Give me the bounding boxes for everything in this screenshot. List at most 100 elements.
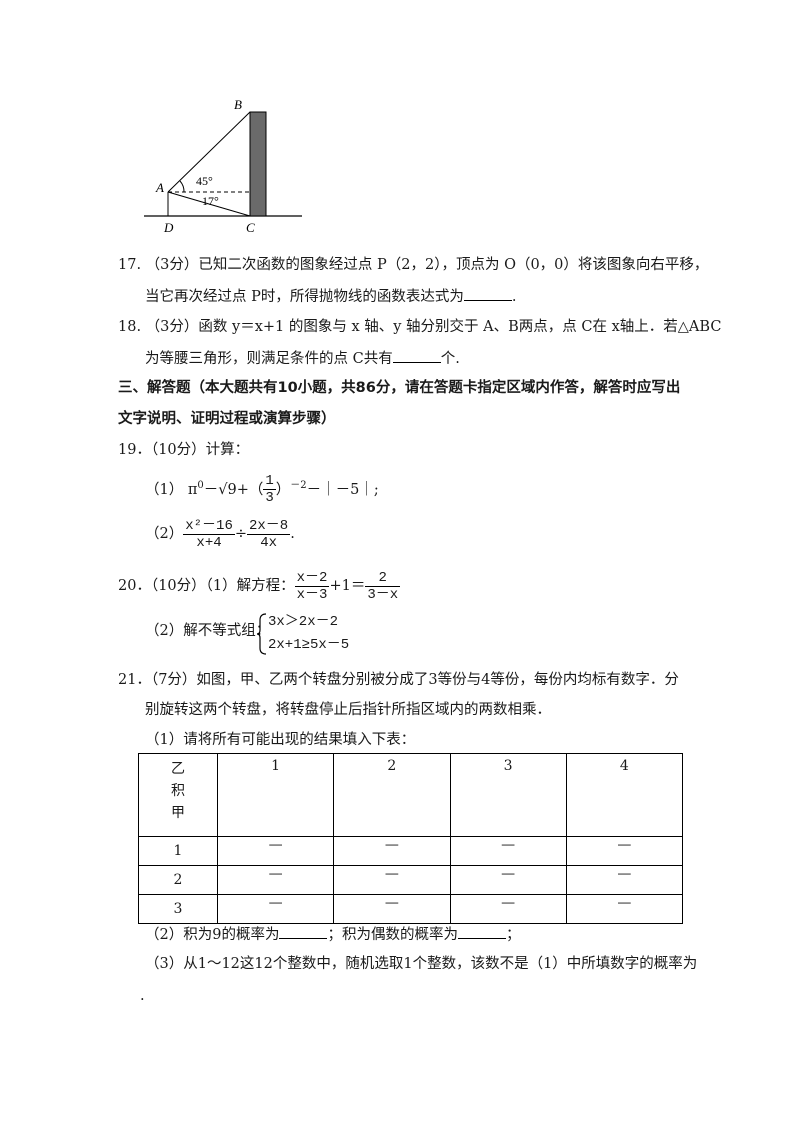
label-c: C xyxy=(246,220,255,235)
q21-line1: 21．（7分）如图，甲、乙两个转盘分别被分成了3等份与4等份，每份内均标有数字．… xyxy=(118,672,679,688)
q17-period: . xyxy=(511,289,517,305)
q19-p2-frac1-den: x+4 xyxy=(196,534,222,551)
table-row: 3 — — — — xyxy=(138,894,684,924)
table-header-row: 乙 积 甲 1 2 3 4 xyxy=(138,753,684,837)
q21-p2-blank2[interactable] xyxy=(457,924,506,939)
table-cell[interactable]: — xyxy=(565,836,684,866)
q17-line2: 当它再次经过点 P时，所得抛物线的函数表达式为. xyxy=(145,286,516,307)
table-cell[interactable]: — xyxy=(333,836,451,866)
q19-p2-frac2-num: 2x－8 xyxy=(247,517,291,535)
q18-text2: 为等腰三角形，则满足条件的点 C共有 xyxy=(145,351,393,367)
q19-header: 19．（10分）计算： xyxy=(118,442,250,458)
angle-lower-label: 17° xyxy=(202,194,219,208)
q19-pi-exp: 0 xyxy=(197,480,204,491)
label-a: A xyxy=(155,180,164,195)
q19-p2-frac2-den: 4x xyxy=(260,534,278,551)
table-row: 1 — — — — xyxy=(138,836,684,866)
section3-heading-line1: 三、解答题（本大题共有10小题，共86分，请在答题卡指定区域内作答，解答时应写出 xyxy=(118,380,681,396)
angle-arc xyxy=(179,180,185,193)
table-cell[interactable]: — xyxy=(449,836,567,866)
table-row: 2 — — — — xyxy=(138,865,684,895)
q21-p2-text2: ；积为偶数的概率为 xyxy=(327,927,458,943)
q20-ineq2: 2x+1≥5x－5 xyxy=(268,637,350,653)
q20-frac2-num: 2 xyxy=(365,570,401,587)
q18-line1: 18. （3分）函数 y＝x+1 的图象与 x 轴、y 轴分别交于 A、B两点，… xyxy=(118,317,721,337)
q17-text2: 当它再次经过点 P时，所得抛物线的函数表达式为 xyxy=(145,289,464,305)
table-cell[interactable]: — xyxy=(565,865,684,895)
row-header-2: 2 xyxy=(138,865,218,895)
corner-ji: 积 xyxy=(171,783,185,799)
col-header-3: 3 xyxy=(449,753,567,837)
q21-p2-text3: ； xyxy=(505,927,521,943)
q21-p2-text1: （2）积为9的概率为 xyxy=(145,927,280,943)
q21-line2: 别旋转这两个转盘，将转盘停止后指针所指区域内的两数相乘． xyxy=(145,702,551,718)
table-cell[interactable]: — xyxy=(216,894,335,924)
q19-p2-end: . xyxy=(290,526,295,542)
q18-number: 18. xyxy=(118,319,142,335)
q19-sqrt: －√9+（ xyxy=(203,481,264,498)
q19-p2-frac1-num: x²－16 xyxy=(183,517,235,535)
col-header-4: 4 xyxy=(565,753,684,837)
q19-paren: ） xyxy=(275,481,291,498)
table-cell[interactable]: — xyxy=(449,865,567,895)
label-d: D xyxy=(163,220,174,235)
q20-frac2-den: 3－x xyxy=(367,586,399,603)
q19-divide: ÷ xyxy=(234,526,247,542)
q17-answer-blank[interactable] xyxy=(463,286,512,301)
col-header-1: 1 xyxy=(216,753,335,837)
segment-ab xyxy=(167,111,251,193)
building-bar xyxy=(249,111,267,217)
q17-line1: 17. （3分）已知二次函数的图象经过点 P（2，2），顶点为 O（0，0）将该… xyxy=(118,255,708,275)
q21-p2-blank1[interactable] xyxy=(279,924,328,939)
segment-ac xyxy=(167,191,251,217)
table-cell[interactable]: — xyxy=(333,894,451,924)
table-cell[interactable]: — xyxy=(565,894,684,924)
q19-exp: －2 xyxy=(290,480,307,491)
table-cell[interactable]: — xyxy=(216,865,335,895)
system-brace xyxy=(256,613,267,655)
angle-upper-label: 45° xyxy=(196,174,213,188)
geometry-figure: B A D C 45° 17° xyxy=(144,97,302,235)
q17-number: 17. xyxy=(118,257,142,273)
table-cell[interactable]: — xyxy=(333,865,451,895)
section3-heading-line2: 文字说明、证明过程或演算步骤） xyxy=(118,411,336,427)
table-corner-cell: 乙 积 甲 xyxy=(138,753,218,837)
q21-part2: （2）积为9的概率为 ；积为偶数的概率为 ； xyxy=(145,924,520,945)
q19-p1-label: （1） xyxy=(145,481,184,498)
q20-ineq1: 3x＞2x－2 xyxy=(268,614,339,630)
results-table: 乙 积 甲 1 2 3 4 1 — — — — 2 — — — — 3 — — … xyxy=(138,753,684,924)
corner-jia: 甲 xyxy=(171,805,185,821)
q18-answer-blank[interactable] xyxy=(392,348,441,363)
row-header-1: 1 xyxy=(138,836,218,866)
q19-tail: －｜－5｜; xyxy=(306,481,379,498)
q18-text1: （3分）函数 y＝x+1 的图象与 x 轴、y 轴分别交于 A、B两点，点 C在… xyxy=(145,319,722,335)
corner-yi: 乙 xyxy=(171,761,185,777)
row-header-3: 3 xyxy=(138,894,218,924)
col-header-2: 2 xyxy=(333,753,451,837)
q20-eq-mid: +1＝ xyxy=(329,578,366,594)
q20-frac1-num: x－2 xyxy=(294,569,330,587)
q20-frac1-den: x－3 xyxy=(296,586,328,603)
table-cell[interactable]: — xyxy=(449,894,567,924)
q21-line3: （1）请将所有可能出现的结果填入下表： xyxy=(145,732,416,748)
table-cell[interactable]: — xyxy=(216,836,335,866)
q17-text1: （3分）已知二次函数的图象经过点 P（2，2），顶点为 O（0，0）将该图象向右… xyxy=(145,257,709,273)
q19-p2-label: （2） xyxy=(145,526,184,542)
q21-part3: （3）从1～12这12个整数中，随机选取1个整数，该数不是（1）中所填数字的概率… xyxy=(145,956,698,972)
q19-pi: π xyxy=(187,481,198,498)
q18-line2: 为等腰三角形，则满足条件的点 C共有 个. xyxy=(145,348,460,369)
q19-frac-num: 1 xyxy=(263,473,276,491)
q21-part3-end: . xyxy=(140,988,145,1004)
q18-tail: 个. xyxy=(440,351,460,367)
q20-part2-label: （2）解不等式组： xyxy=(145,623,271,639)
q20-header: 20．（10分）（1）解方程： xyxy=(118,578,295,594)
label-b: B xyxy=(234,97,242,112)
